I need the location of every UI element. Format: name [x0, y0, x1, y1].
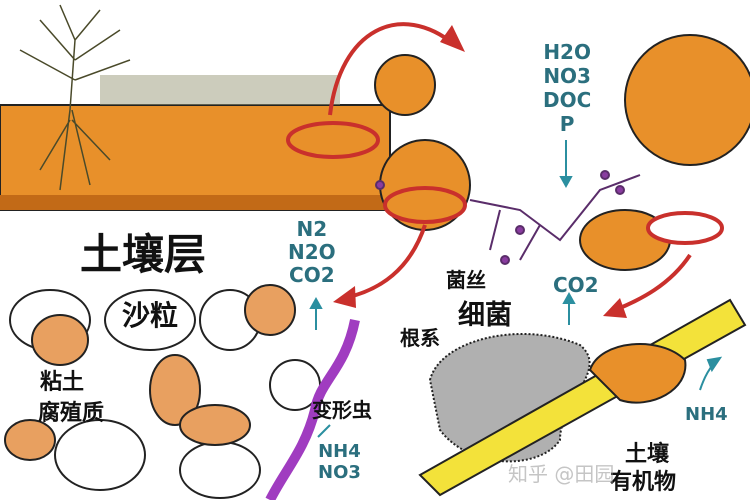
chem-co2-right: CO2: [553, 273, 599, 297]
label-roots: 根系: [400, 326, 440, 350]
amoeba-shape: [265, 318, 360, 500]
label-soil-layer: 土壤层: [80, 230, 207, 279]
plant-icon: [19, 4, 131, 191]
chem-no3-top: NO3: [543, 64, 591, 88]
chem-co2-left: CO2: [289, 263, 335, 287]
chem-nh4: NH4: [318, 441, 361, 462]
chem-nh4-right: NH4: [685, 404, 728, 425]
chem-h2o: H2O: [543, 40, 591, 64]
clay-particles: [4, 284, 296, 461]
chem-nutrients-bottom: NH4 NO3: [318, 441, 361, 483]
chem-gases-left: N2 N2O CO2: [288, 218, 336, 287]
label-soil-organic-2: 有机物: [610, 470, 677, 495]
chem-n2o: N2O: [288, 240, 336, 264]
chem-top-right: H2O NO3 DOC P: [543, 40, 591, 136]
label-bacteria: 细菌: [458, 300, 512, 331]
chem-no3: NO3: [318, 461, 361, 483]
label-humus: 腐殖质: [38, 401, 105, 426]
watermark: 知乎 @田园: [508, 462, 615, 486]
arrow-top: [328, 22, 457, 116]
label-amoeba: 变形虫: [312, 398, 372, 422]
label-hyphae: 菌丝: [446, 268, 486, 292]
chem-n2: N2: [296, 217, 328, 241]
label-clay: 粘土: [40, 370, 85, 395]
chem-doc: DOC: [543, 88, 592, 112]
chem-p: P: [559, 112, 575, 136]
label-sand: 沙粒: [122, 299, 179, 332]
label-soil-organic-1: 土壤: [625, 442, 670, 467]
highlight-circle: [286, 121, 380, 159]
